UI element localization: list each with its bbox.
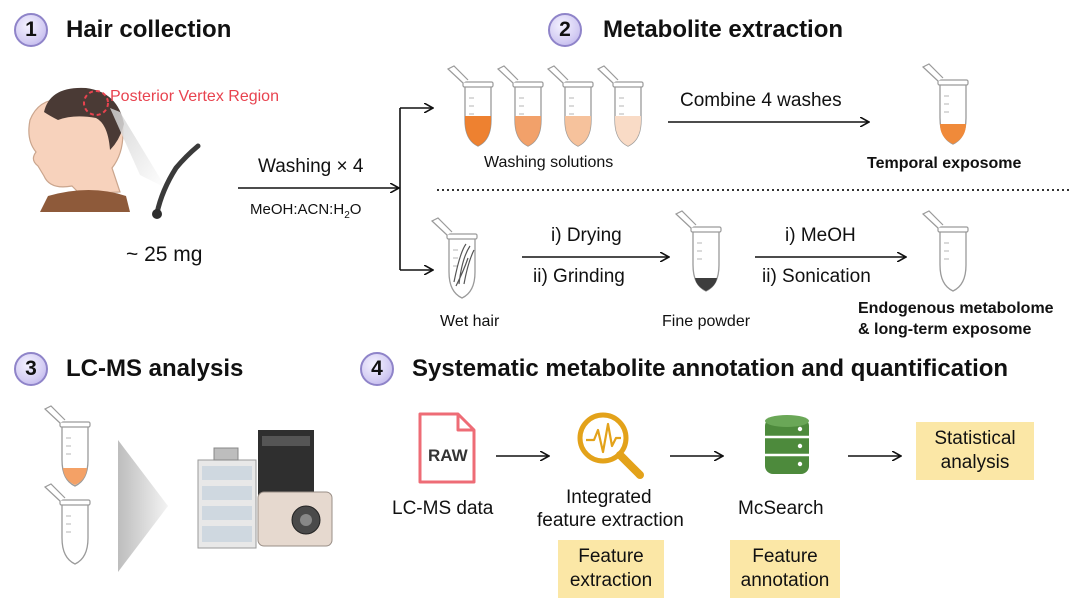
region-circle <box>83 90 109 116</box>
tube-icon <box>675 210 722 292</box>
head-icon <box>28 87 130 212</box>
feature-annotation-line2: annotation <box>740 570 830 591</box>
feature-extraction-line2: extraction <box>569 570 653 591</box>
statistical-line2: analysis <box>940 452 1010 473</box>
magnifier-icon <box>577 412 644 479</box>
tube-icon <box>44 405 91 487</box>
tube-icon <box>497 65 544 147</box>
posterior-vertex-label: Posterior Vertex Region <box>110 88 279 105</box>
raw-file-icon <box>418 412 476 484</box>
step-2-title: Metabolite extraction <box>603 16 844 43</box>
tube-icon <box>431 217 478 299</box>
raw-icon-text: RAW <box>428 446 468 465</box>
step-1-title: Hair collection <box>66 16 232 43</box>
integrated-label-line1: Integrated <box>566 487 652 508</box>
database-icon <box>765 415 809 474</box>
mcsearch-label: McSearch <box>738 498 824 519</box>
temporal-exposome-label: Temporal exposome <box>867 155 1022 172</box>
step-3-badge: 3 <box>14 352 48 386</box>
tube-icon <box>922 210 969 292</box>
drying-label: i) Drying <box>551 225 622 246</box>
hair-strand-icon <box>154 143 201 216</box>
transfer-arrow <box>118 440 168 572</box>
tube-icon <box>597 65 644 147</box>
washing-solutions-label: Washing solutions <box>484 154 614 171</box>
tube-icon <box>547 65 594 147</box>
endogenous-label-line1: Endogenous metabolome <box>858 300 1054 317</box>
fine-powder-label: Fine powder <box>662 313 751 330</box>
tube-icon <box>922 63 969 145</box>
tube-icon <box>447 65 494 147</box>
feature-annotation-line1: Feature <box>752 546 818 567</box>
integrated-label-line2: feature extraction <box>537 510 684 531</box>
sonication-label: ii) Sonication <box>762 266 871 287</box>
statistical-line1: Statistical <box>934 428 1016 449</box>
hair-amount-label: ~ 25 mg <box>126 243 203 266</box>
tube-icon <box>44 483 91 565</box>
meoh-label: i) MeOH <box>785 225 856 246</box>
feature-extraction-line1: Feature <box>578 546 644 567</box>
endogenous-label-line2: & long-term exposome <box>858 321 1032 338</box>
step-2-badge: 2 <box>548 13 582 47</box>
zoom-beam <box>110 108 166 188</box>
combine-washes-label: Combine 4 washes <box>680 90 842 111</box>
grinding-label: ii) Grinding <box>533 266 625 287</box>
step-4-title: Systematic metabolite annotation and qua… <box>412 355 1009 382</box>
washing-label: Washing × 4 <box>258 156 364 177</box>
wet-hair-label: Wet hair <box>440 313 500 330</box>
lcms-instrument-icon <box>197 430 333 549</box>
step-3-title: LC-MS analysis <box>66 355 244 382</box>
step-4-badge: 4 <box>360 352 394 386</box>
feature-extraction-box: Feature extraction <box>558 540 664 598</box>
lcms-data-label: LC-MS data <box>392 498 494 519</box>
solvent-label: MeOH:ACN:H2O <box>250 201 362 221</box>
step-1-badge: 1 <box>14 13 48 47</box>
statistical-analysis-box: Statistical analysis <box>916 422 1034 480</box>
feature-annotation-box: Feature annotation <box>730 540 840 598</box>
